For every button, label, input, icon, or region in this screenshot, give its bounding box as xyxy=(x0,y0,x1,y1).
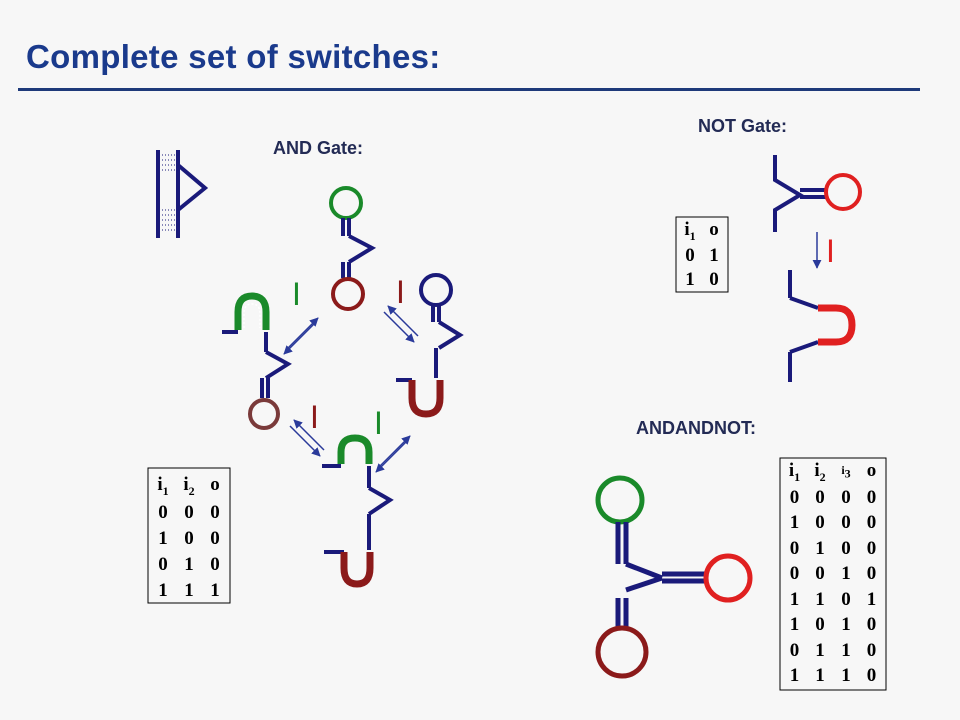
header-i3: i3 xyxy=(841,463,851,481)
table-cell: 1 xyxy=(789,512,800,534)
table-cell: 0 xyxy=(184,502,194,523)
table-cell: 1 xyxy=(841,614,851,636)
table-cell: 0 xyxy=(866,512,877,534)
input-i1-marker-lower: I xyxy=(374,405,383,441)
table-cell: 0 xyxy=(866,537,877,559)
title-divider xyxy=(18,88,920,91)
duplex-strand-icon xyxy=(156,150,209,238)
table-cell: 1 xyxy=(815,665,825,687)
input-i2-marker-lower: I xyxy=(310,399,319,435)
table-cell: 1 xyxy=(709,244,719,266)
table-cell: 1 xyxy=(184,580,194,601)
table-cell: 1 xyxy=(815,639,825,661)
table-grid-lines xyxy=(147,216,887,691)
table-cell: 1 xyxy=(685,268,695,290)
header-i2: i2 xyxy=(814,460,826,484)
table-cell: 0 xyxy=(789,537,800,559)
table-cell: 0 xyxy=(210,554,220,575)
and-gate-label: AND Gate: xyxy=(273,138,364,158)
header-o: o xyxy=(709,219,719,240)
table-cell: 0 xyxy=(685,244,695,266)
table-cell: 0 xyxy=(158,502,168,523)
table-cell: 0 xyxy=(866,665,877,687)
table-cell: 1 xyxy=(841,665,851,687)
table-cell: 0 xyxy=(841,588,851,610)
header-i1: i1 xyxy=(684,219,696,243)
and-top-node xyxy=(329,186,377,311)
header-o: o xyxy=(866,460,877,481)
table-cell: 1 xyxy=(815,537,825,559)
table-cell: 0 xyxy=(789,486,800,508)
table-cell: 0 xyxy=(866,614,877,636)
table-cell: 0 xyxy=(841,537,851,559)
table-header-row: i1 o xyxy=(678,219,726,244)
table-header-row: i1 i2 i3 o xyxy=(782,460,884,485)
table-cell: 0 xyxy=(709,268,719,290)
table-cell: 0 xyxy=(815,563,825,585)
table-cell: 0 xyxy=(866,563,877,585)
and-right-node xyxy=(396,273,464,418)
table-cell: 0 xyxy=(789,639,800,661)
page-title: Complete set of switches: xyxy=(26,38,441,75)
table-cell: 0 xyxy=(210,528,220,549)
table-cell: 0 xyxy=(789,563,800,585)
table-cell: 0 xyxy=(815,614,825,636)
andandnot-label: ANDANDNOT: xyxy=(636,418,756,438)
and-left-node xyxy=(222,292,292,430)
not-gate-label: NOT Gate: xyxy=(698,116,788,136)
table-cell: 0 xyxy=(158,554,168,575)
table-cell: 0 xyxy=(815,486,825,508)
table-cell: 1 xyxy=(866,588,877,610)
table-cell: 1 xyxy=(184,554,194,575)
not-input-marker: I xyxy=(826,233,835,269)
table-cell: 0 xyxy=(184,528,194,549)
input-i2-marker: I xyxy=(396,274,405,310)
table-cell: 0 xyxy=(210,502,220,523)
table-cell: 0 xyxy=(815,512,825,534)
table-cell: 1 xyxy=(789,614,800,636)
table-cell: 0 xyxy=(841,486,851,508)
input-i1-marker: I xyxy=(292,276,301,312)
table-cell: 1 xyxy=(841,563,851,585)
table-cell: 1 xyxy=(789,665,800,687)
not-bottom-node xyxy=(788,270,856,382)
not-top-node xyxy=(773,155,862,232)
andandnot-node xyxy=(595,475,753,679)
table-cell: 1 xyxy=(841,639,851,661)
equilibrium-arrows xyxy=(283,305,419,473)
header-i1: i1 xyxy=(157,473,169,498)
header-i2: i2 xyxy=(183,473,195,498)
and-bottom-node xyxy=(322,434,394,588)
table-cell: 1 xyxy=(158,528,168,549)
header-i1: i1 xyxy=(788,460,801,484)
table-cell: 1 xyxy=(210,580,220,601)
table-cell: 1 xyxy=(789,588,800,610)
table-cell: 1 xyxy=(815,588,825,610)
table-cell: 1 xyxy=(158,580,168,601)
table-cell: 0 xyxy=(866,486,877,508)
table-header-row: i1 i2 o xyxy=(150,472,228,500)
table-cell: 0 xyxy=(866,639,877,661)
table-cell: 0 xyxy=(841,512,851,534)
header-o: o xyxy=(210,473,220,495)
